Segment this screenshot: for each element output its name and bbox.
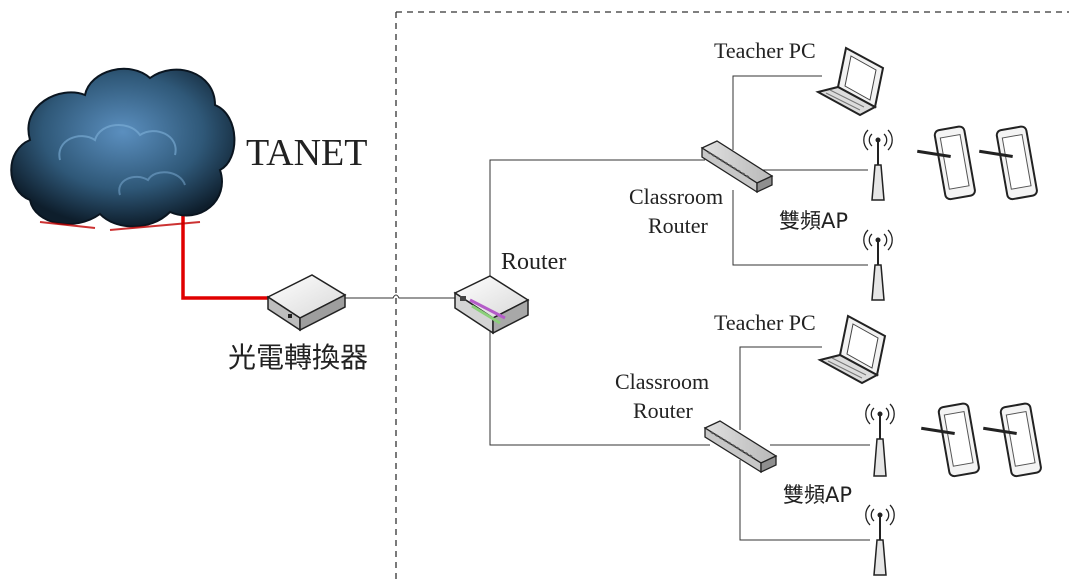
uplink-tanet-converter — [181, 205, 270, 300]
access-point-icon — [863, 229, 893, 301]
router-label: Router — [501, 249, 567, 275]
link-classroom-1-teacher-pc — [732, 75, 822, 150]
teacher-pc-label: Teacher PC — [714, 38, 816, 63]
tablet-icon — [917, 125, 976, 201]
converter-label: 光電轉換器 — [228, 341, 369, 374]
media-converter-icon — [266, 274, 347, 332]
campus-boundary — [395, 11, 1069, 581]
cloud-icon — [10, 68, 236, 231]
classroom-router-label-line1: Classroom — [629, 184, 724, 209]
router-icon — [453, 275, 530, 335]
tanet-label: TANET — [246, 132, 368, 174]
switch-icon — [703, 420, 778, 474]
link-router-classroom-1 — [489, 159, 705, 282]
link-classroom-2-ap-b — [739, 460, 870, 541]
classroom-router-label-line1: Classroom — [615, 369, 710, 394]
tablet-icon — [921, 402, 980, 478]
link-router-classroom-2 — [489, 330, 710, 446]
tablet-icon — [983, 402, 1042, 478]
network-links — [342, 75, 870, 541]
laptop-icon — [815, 46, 885, 117]
link-classroom-1-ap-b — [732, 190, 868, 266]
classroom-router-label-line2: Router — [648, 213, 708, 238]
link-classroom-2-teacher-pc — [739, 346, 822, 430]
switch-icon — [700, 140, 774, 194]
access-point-icon — [865, 403, 895, 477]
classroom-router-label-line2: Router — [633, 398, 693, 423]
teacher-pc-label: Teacher PC — [714, 310, 816, 335]
laptop-icon — [817, 314, 887, 385]
link-converter-router — [342, 294, 455, 299]
ap-label: 雙頻AP — [779, 209, 849, 233]
ap-label: 雙頻AP — [783, 483, 853, 507]
access-point-icon — [863, 129, 893, 201]
tablet-icon — [979, 125, 1038, 201]
access-point-icon — [865, 504, 895, 576]
